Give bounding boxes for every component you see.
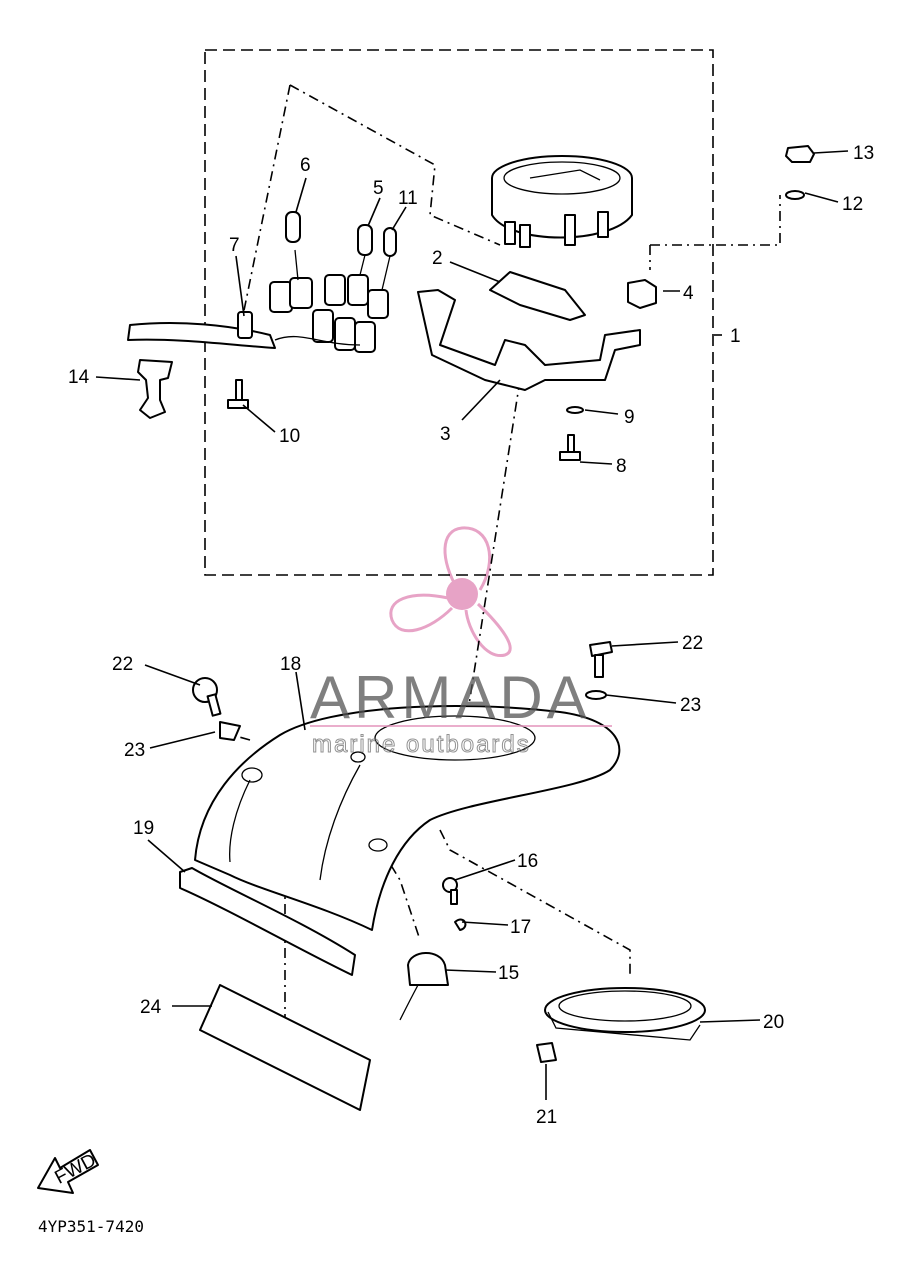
callout-8: 8 — [616, 456, 627, 477]
callout-21: 21 — [536, 1107, 557, 1128]
switch-15 — [399, 952, 449, 1021]
callout-20: 20 — [763, 1012, 784, 1033]
callout-15: 15 — [498, 963, 519, 984]
plate-24 — [199, 984, 371, 1111]
band-clamp — [237, 311, 253, 339]
watermark-logo — [389, 526, 512, 657]
screw-8 — [559, 434, 581, 461]
meter-cover-part — [489, 271, 586, 321]
callout-19: 19 — [133, 818, 154, 839]
fwd-label: FWD — [52, 1150, 100, 1189]
callout-23-right: 23 — [680, 695, 701, 716]
callout-labels: 1 2 3 4 5 6 7 8 9 10 11 12 13 14 15 16 1… — [68, 143, 874, 1128]
assembly-boundary — [204, 49, 714, 576]
nut-13 — [785, 145, 815, 163]
callout-7: 7 — [229, 235, 240, 256]
cable-clamp — [137, 359, 173, 419]
bolt-16 — [442, 877, 458, 905]
washer-12 — [785, 190, 805, 200]
callout-18: 18 — [280, 654, 301, 675]
callout-4: 4 — [683, 283, 694, 304]
callout-9: 9 — [624, 407, 635, 428]
callout-14: 14 — [68, 367, 90, 388]
callout-10: 10 — [279, 426, 300, 447]
bulb-sockets — [269, 211, 397, 353]
bolt-22-left — [192, 677, 222, 717]
callout-6: 6 — [300, 155, 311, 176]
ring-20 — [544, 987, 706, 1041]
meter-bracket — [417, 289, 641, 391]
damper — [627, 279, 657, 309]
callout-11: 11 — [398, 188, 418, 209]
fwd-arrow-icon: FWD — [37, 1149, 100, 1194]
callout-17: 17 — [510, 917, 531, 938]
callout-16: 16 — [517, 851, 538, 872]
cover-18 — [194, 704, 621, 931]
strip-19 — [179, 867, 356, 976]
callout-12: 12 — [842, 194, 863, 215]
callout-13: 13 — [853, 143, 874, 164]
clip-21 — [536, 1042, 557, 1063]
washer-9 — [566, 406, 584, 414]
washer-17 — [454, 918, 467, 931]
callout-3: 3 — [440, 424, 451, 445]
callout-23-left: 23 — [124, 740, 145, 761]
watermark-tagline: marine outboards — [312, 731, 531, 758]
callout-5: 5 — [373, 178, 384, 199]
washer-23-left — [219, 721, 241, 741]
callout-1: 1 — [730, 326, 741, 347]
meter-assembly — [491, 155, 633, 248]
watermark-brand: ARMADA — [310, 664, 591, 731]
callout-24: 24 — [140, 997, 162, 1018]
callout-22-left: 22 — [112, 654, 133, 675]
leader-lines — [95, 150, 849, 1100]
bolt-22-right — [589, 641, 613, 678]
callout-22-right: 22 — [682, 633, 703, 654]
screw-10 — [227, 379, 249, 409]
drawing-code: 4YP351-7420 — [38, 1217, 144, 1236]
callout-2: 2 — [432, 248, 443, 269]
